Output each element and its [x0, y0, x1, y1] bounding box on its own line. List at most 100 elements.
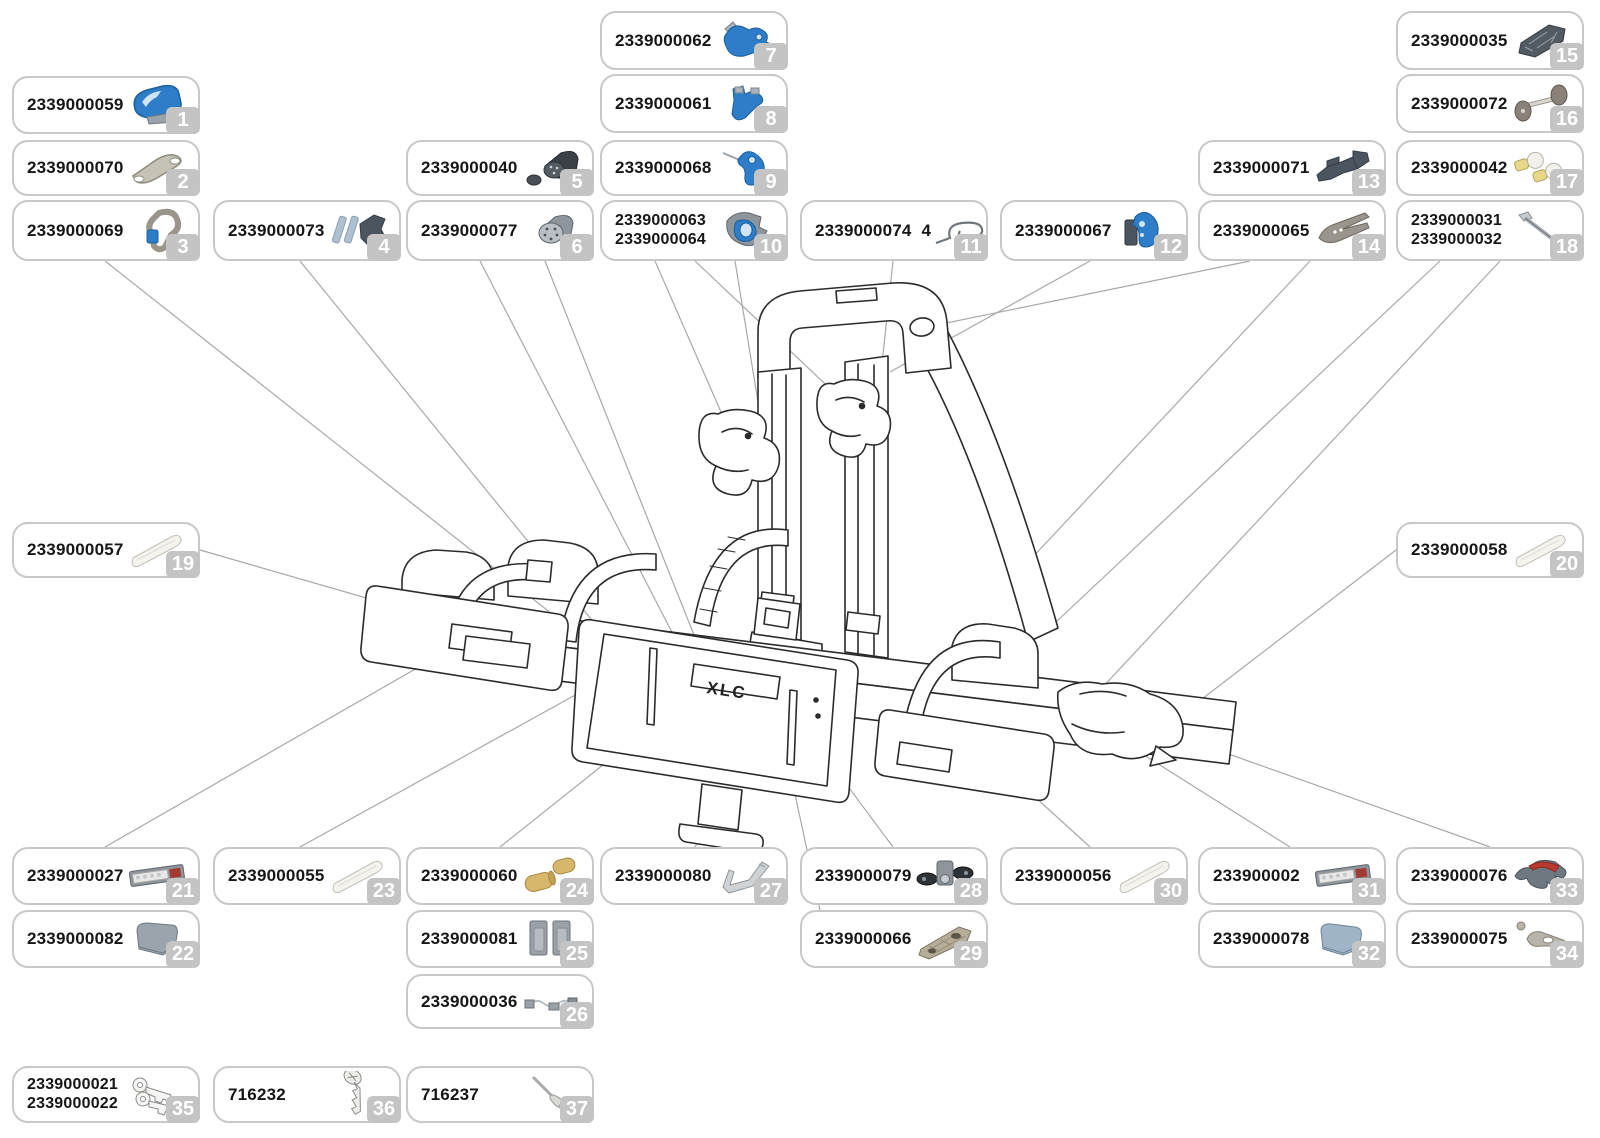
part-numbers: 2339000075 — [1411, 929, 1508, 949]
part-index-badge: 18 — [1550, 234, 1584, 261]
part-index-badge: 36 — [367, 1096, 401, 1123]
hinge-bracket-icon — [914, 852, 976, 900]
part-index-badge: 11 — [954, 234, 988, 261]
part-number: 2339000069 — [27, 220, 124, 240]
panels-gray-icon — [520, 915, 582, 963]
part-numbers: 2339000060 — [421, 866, 518, 886]
part-index-badge: 30 — [1154, 878, 1188, 905]
part-box-9: 2339000068 9 — [600, 140, 788, 196]
part-number: 2339000056 — [1015, 866, 1112, 885]
right-wheel-bumper — [1056, 681, 1184, 760]
part-number: 2339000060 — [421, 866, 518, 885]
part-index-badge: 8 — [754, 106, 788, 133]
part-index-badge: 16 — [1550, 106, 1584, 133]
part-index-badge: 6 — [560, 234, 594, 261]
part-number: 2339000068 — [615, 158, 712, 177]
plug-7-icon — [520, 207, 582, 255]
part-number: 2339000072 — [1411, 93, 1508, 113]
rail-white-icon — [1510, 526, 1572, 574]
part-box-33: 2339000076 33 — [1396, 847, 1584, 905]
part-box-6: 2339000077 6 — [406, 200, 594, 261]
part-number: 2339000022 — [27, 1094, 118, 1112]
part-numbers: 2339000066 — [815, 929, 912, 949]
part-index-badge: 10 — [754, 234, 788, 261]
part-numbers: 716237 — [421, 1085, 479, 1105]
part-numbers: 2339000058 — [1411, 540, 1508, 560]
part-number: 2339000077 — [421, 220, 518, 240]
part-box-3: 2339000069 3 — [12, 200, 200, 261]
part-number: 2339000082 — [27, 929, 124, 948]
part-numbers: 2339000067 — [1015, 221, 1112, 241]
part-number: 2339000073 — [228, 220, 325, 240]
part-index-badge: 33 — [1550, 878, 1584, 905]
part-numbers: 2339000071 — [1213, 158, 1310, 178]
part-index-badge: 31 — [1352, 878, 1386, 905]
part-index-badge: 19 — [166, 551, 200, 578]
part-box-4: 2339000073 4 — [213, 200, 401, 261]
part-box-1: 2339000059 1 — [12, 76, 200, 134]
part-index-badge: 37 — [560, 1096, 594, 1123]
part-index-badge: 4 — [367, 234, 401, 261]
part-box-11: 2339000074 4 11 — [800, 200, 988, 261]
part-index-badge: 17 — [1550, 169, 1584, 196]
rail-white-icon — [1114, 852, 1176, 900]
strap-buckle-icon — [126, 207, 188, 255]
part-number: 2339000042 — [1411, 158, 1508, 177]
part-number: 2339000065 — [1213, 220, 1310, 240]
part-numbers: 2339000070 — [27, 158, 124, 178]
part-box-17: 2339000042 17 — [1396, 140, 1584, 196]
stand-bracket-icon — [714, 852, 776, 900]
part-box-37: 716237 37 — [406, 1066, 594, 1123]
part-box-36: 716232 36 — [213, 1066, 401, 1123]
part-box-22: 2339000082 22 — [12, 910, 200, 968]
part-number: 2339000067 — [1015, 220, 1112, 240]
part-numbers: 2339000065 — [1213, 221, 1310, 241]
part-number: 2339000035 — [1411, 30, 1508, 50]
part-number: 2339000021 — [27, 1076, 118, 1094]
part-numbers: 2339000036 — [421, 992, 518, 1012]
part-numbers: 2339000077 — [421, 221, 518, 241]
part-index-badge: 14 — [1352, 234, 1386, 261]
screw-icon — [327, 1070, 389, 1119]
part-quantity: 4 — [921, 220, 932, 240]
part-numbers: 2339000069 — [27, 221, 124, 241]
part-box-34: 2339000075 34 — [1396, 910, 1584, 968]
part-box-12: 2339000067 12 — [1000, 200, 1188, 261]
part-index-badge: 24 — [560, 878, 594, 905]
part-number: 2339000081 — [421, 929, 518, 948]
part-index-badge: 1 — [166, 107, 200, 134]
part-box-13: 2339000071 13 — [1198, 140, 1386, 196]
part-box-16: 2339000072 16 — [1396, 74, 1584, 133]
part-number: 2339000055 — [228, 866, 325, 885]
part-index-badge: 26 — [560, 1002, 594, 1029]
part-box-24: 2339000060 24 — [406, 847, 594, 905]
part-number: 2339000079 — [815, 866, 912, 885]
wedge-gray-icon — [1312, 207, 1374, 255]
part-numbers: 2339000027 — [27, 866, 124, 886]
part-index-badge: 7 — [754, 43, 788, 70]
part-box-7: 2339000062 7 — [600, 11, 788, 70]
part-numbers: 233900002 — [1213, 866, 1300, 886]
part-numbers: 2339000035 — [1411, 31, 1508, 51]
part-number: 2339000064 — [615, 230, 706, 248]
part-index-badge: 32 — [1352, 941, 1386, 968]
bracket-blue-icon — [714, 80, 776, 128]
lever-blue-bracket-icon — [1114, 207, 1176, 255]
part-number: 2339000062 — [615, 30, 712, 50]
part-box-25: 2339000081 25 — [406, 910, 594, 968]
part-numbers: 2339000040 — [421, 158, 518, 178]
lens-dark-icon — [1510, 17, 1572, 65]
part-number: 2339000059 — [27, 95, 124, 114]
part-box-23: 2339000055 23 — [213, 847, 401, 905]
part-number: 716237 — [421, 1084, 479, 1104]
part-index-badge: 9 — [754, 169, 788, 196]
part-number: 2339000076 — [1411, 866, 1508, 885]
carrier-illustration: XLC — [360, 282, 1237, 853]
part-numbers: 2339000062 — [615, 31, 712, 51]
part-index-badge: 2 — [166, 169, 200, 196]
part-index-badge: 20 — [1550, 551, 1584, 578]
